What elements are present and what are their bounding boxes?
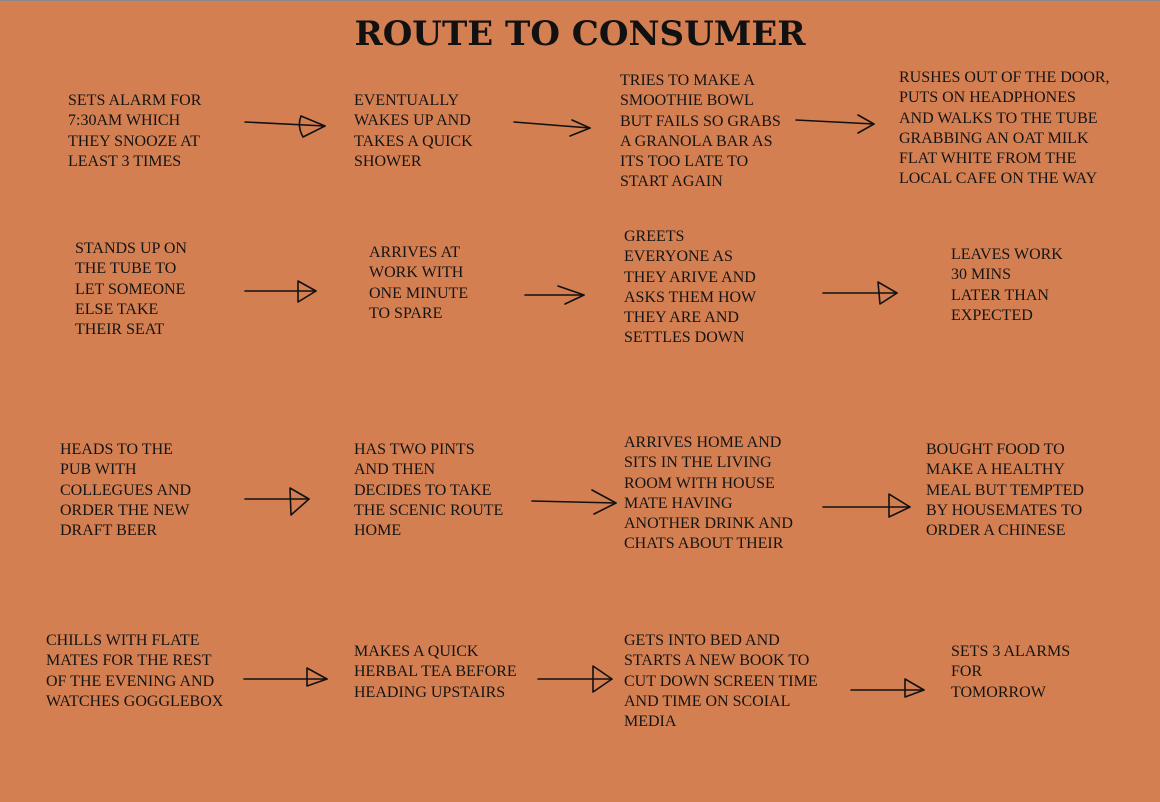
arrow-4-2: [537, 665, 613, 693]
step-stands-up: STANDS UP ON THE TUBE TO LET SOMEONE ELS…: [75, 240, 187, 339]
arrow-2-3: [822, 281, 898, 305]
step-gets-into-bed: GETS INTO BED AND STARTS A NEW BOOK TO C…: [624, 632, 818, 731]
step-arrives-home: ARRIVES HOME AND SITS IN THE LIVING ROOM…: [624, 434, 793, 553]
arrow-3-2: [531, 489, 617, 515]
step-bought-food: BOUGHT FOOD TO MAKE A HEALTHY MEAL BUT T…: [926, 441, 1084, 540]
arrow-4-3: [850, 678, 925, 698]
step-greets-everyone: GREETS EVERYONE AS THEY ARIVE AND ASKS T…: [624, 228, 757, 347]
arrow-4-1: [243, 667, 328, 687]
arrow-2-1: [244, 280, 317, 303]
step-rushes-out: RUSHES OUT OF THE DOOR, PUTS ON HEADPHON…: [899, 69, 1110, 188]
arrow-3-3: [822, 493, 911, 518]
step-chills: CHILLS WITH FLATE MATES FOR THE REST OF …: [46, 632, 224, 710]
arrow-3-1: [244, 487, 310, 516]
step-sets-alarms: SETS 3 ALARMS FOR TOMORROW: [951, 643, 1071, 701]
top-border: [0, 0, 1160, 1]
arrow-2-2: [524, 285, 585, 305]
diagram-title: ROUTE TO CONSUMER: [354, 14, 806, 54]
step-set-alarm: SETS ALARM FOR 7:30AM WHICH THEY SNOOZE …: [68, 92, 202, 170]
arrow-1-1: [244, 115, 326, 138]
arrow-1-3: [795, 114, 875, 134]
step-leaves-work: LEAVES WORK 30 MINS LATER THAN EXPECTED: [951, 246, 1063, 324]
step-arrives-work: ARRIVES AT WORK WITH ONE MINUTE TO SPARE: [369, 244, 469, 322]
step-two-pints: HAS TWO PINTS AND THEN DECIDES TO TAKE T…: [354, 441, 504, 540]
arrow-1-2: [513, 119, 591, 137]
step-smoothie-bowl: TRIES TO MAKE A SMOOTHIE BOWL BUT FAILS …: [620, 72, 781, 191]
step-heads-to-pub: HEADS TO THE PUB WITH COLLEGUES AND ORDE…: [60, 441, 192, 540]
step-herbal-tea: MAKES A QUICK HERBAL TEA BEFORE HEADING …: [354, 643, 517, 701]
step-wakes-up: EVENTUALLY WAKES UP AND TAKES A QUICK SH…: [354, 92, 473, 170]
